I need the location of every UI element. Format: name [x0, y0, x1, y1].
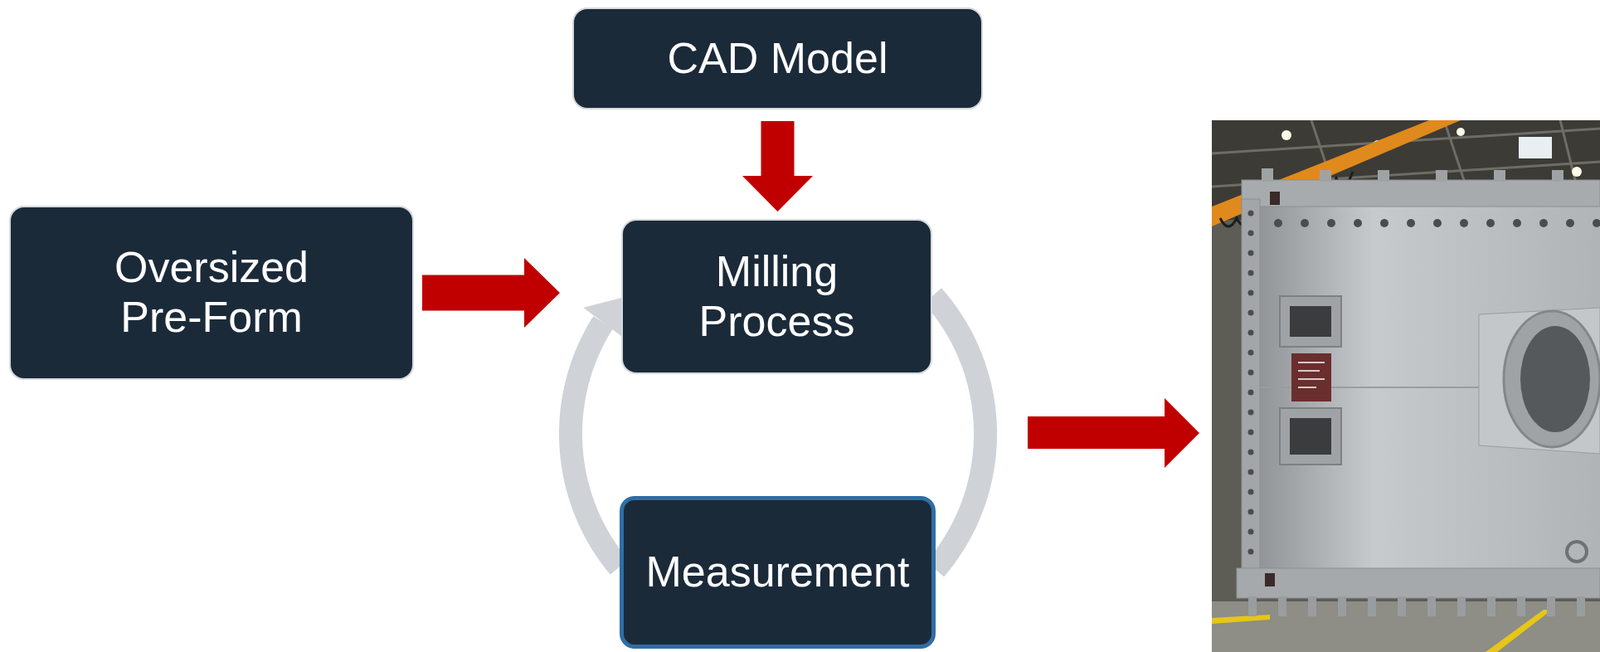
- bolt-hole: [1274, 218, 1283, 228]
- bolt-hole: [1327, 218, 1336, 228]
- bolt-hole: [1248, 230, 1255, 237]
- hall-background: [1211, 120, 1600, 652]
- bolt-hole: [1459, 218, 1469, 228]
- bolt-hole: [1248, 369, 1255, 376]
- bolt-hole: [1300, 218, 1309, 228]
- skylight: [1518, 136, 1552, 159]
- base-rib: [1367, 596, 1377, 617]
- plate-marks: [1298, 362, 1325, 388]
- rating-plate: [1291, 353, 1332, 402]
- opening-frame: [1279, 408, 1342, 465]
- base-rib: [1248, 596, 1257, 617]
- tag: [1269, 191, 1280, 205]
- process-box: Oversized Pre-Form: [9, 205, 414, 380]
- bolt-hole: [1248, 529, 1255, 535]
- bolt-hole: [1512, 218, 1522, 228]
- base-rib: [1397, 596, 1406, 617]
- arrow-head: [583, 297, 623, 338]
- cycle-arc: [570, 322, 619, 568]
- output-arrow: [1027, 398, 1200, 468]
- bolt-hole: [1486, 218, 1495, 228]
- bolt-hole: [1248, 389, 1255, 396]
- bolt-hole: [1248, 210, 1255, 217]
- bolt-holes: [1248, 210, 1600, 575]
- flow-arrow: [422, 257, 560, 328]
- top-flange: [1241, 179, 1600, 207]
- base-rib: [1487, 596, 1496, 617]
- opening-frame: [1279, 296, 1342, 347]
- bolt-hole: [1565, 218, 1575, 228]
- base-rib: [1517, 596, 1526, 617]
- cycle-arrow: [933, 296, 986, 570]
- photo-scene: [1211, 120, 1600, 652]
- side-flange: [1241, 199, 1260, 585]
- opening: [1289, 306, 1332, 337]
- base-rib: [1308, 596, 1317, 617]
- housing-body: [1251, 199, 1600, 589]
- bolt-hole: [1248, 330, 1255, 336]
- base-rib: [1278, 596, 1287, 617]
- block-arrow: [742, 121, 813, 212]
- bolt-hole: [1353, 218, 1362, 228]
- bolt-hole: [1248, 409, 1255, 416]
- base-rib: [1457, 596, 1466, 617]
- bolt-hole: [1248, 549, 1255, 555]
- process-box: Milling Process: [621, 218, 933, 375]
- lifting-shackle: [1566, 541, 1587, 562]
- bolt-hole: [1248, 250, 1255, 257]
- base-ribs: [1248, 596, 1586, 617]
- bolt-hole: [1248, 310, 1255, 317]
- box-label: Milling Process: [652, 247, 902, 347]
- bolt-hole: [1248, 469, 1255, 476]
- bolt-hole: [1248, 350, 1255, 356]
- base-rib: [1576, 596, 1586, 617]
- box-label: Oversized Pre-Form: [78, 243, 345, 343]
- bolt-hole: [1592, 218, 1600, 228]
- box-label: CAD Model: [667, 34, 889, 84]
- base-rib: [1427, 596, 1436, 617]
- process-box: Measurement: [619, 496, 936, 649]
- nozzle-bore: [1520, 325, 1591, 433]
- opening: [1289, 418, 1332, 455]
- floor-marking: [1211, 614, 1270, 624]
- bolt-hole: [1539, 218, 1548, 228]
- block-arrow: [422, 257, 560, 328]
- nozzle-box: [1478, 307, 1600, 454]
- bolt-hole: [1248, 429, 1255, 436]
- nozzle-flange: [1503, 311, 1600, 448]
- cycle-arrow: [570, 297, 623, 568]
- bolt-hole: [1433, 218, 1442, 228]
- flange-lugs: [1261, 168, 1564, 182]
- bolt-hole: [1248, 449, 1255, 456]
- bolt-hole: [1380, 218, 1389, 228]
- base-rib: [1546, 596, 1556, 617]
- process-box: CAD Model: [572, 7, 983, 110]
- tag: [1264, 573, 1275, 587]
- bolt-hole: [1406, 218, 1416, 228]
- base-rib: [1337, 596, 1347, 617]
- cycle-arc: [933, 296, 986, 570]
- bolt-hole: [1248, 270, 1255, 277]
- bolt-hole: [1248, 290, 1255, 297]
- flow-arrow: [742, 121, 813, 212]
- bolt-hole: [1248, 509, 1255, 516]
- box-label: Measurement: [646, 547, 910, 598]
- bolt-hole: [1248, 489, 1255, 496]
- bottom-flange: [1236, 568, 1600, 599]
